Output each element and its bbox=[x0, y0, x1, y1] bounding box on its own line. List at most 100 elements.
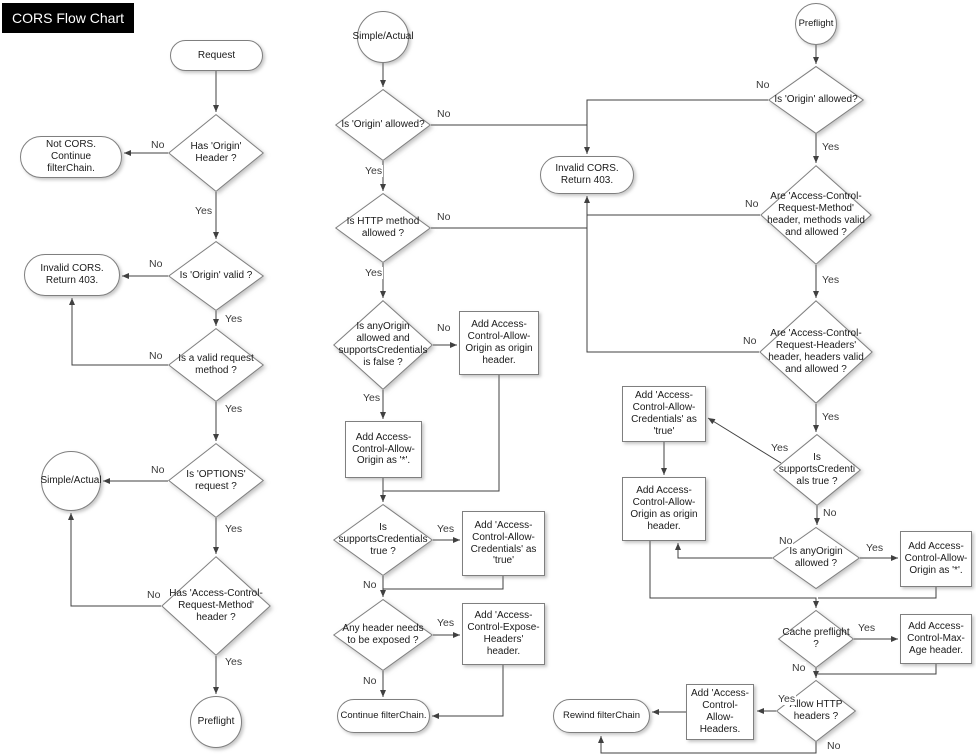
edge-label-yes: Yes bbox=[436, 617, 456, 629]
node-label: Allow HTTP headers ? bbox=[789, 699, 843, 722]
edge-r-acrh-no bbox=[584, 196, 759, 353]
edge-label-no: No bbox=[436, 322, 452, 334]
node-m-expose-headers: Add 'Access-Control-Expose-Headers' head… bbox=[462, 603, 545, 665]
node-m-http-method-allowed: Is HTTP method allowed ? bbox=[335, 193, 431, 263]
edge-m-acao-origin-join bbox=[383, 375, 500, 492]
node-label: Is 'Origin' allowed? bbox=[774, 94, 858, 106]
node-m-acao-origin-header: Add Access-Control-Allow-Origin as origi… bbox=[459, 311, 539, 375]
node-label: Are 'Access-Control-Request-Headers' hea… bbox=[768, 328, 864, 375]
diamond-shape bbox=[759, 300, 873, 404]
node-m-origin-allowed: Is 'Origin' allowed? bbox=[335, 89, 431, 161]
edge-label-yes: Yes bbox=[364, 267, 384, 279]
edge-label-no: No bbox=[744, 198, 760, 210]
edge-label-yes: Yes bbox=[362, 392, 382, 404]
node-r-acrm-valid: Are 'Access-Control-Request-Method' head… bbox=[760, 165, 872, 265]
diamond-shape bbox=[335, 89, 431, 161]
diamond-shape bbox=[335, 193, 431, 263]
node-has-origin-header: Has 'Origin' Header ? bbox=[168, 114, 264, 192]
node-label: Cache preflight ? bbox=[782, 627, 850, 650]
node-r-anyorigin-allowed: Is anyOrigin allowed ? bbox=[772, 527, 860, 589]
edge-label-no: No bbox=[436, 108, 452, 120]
diamond-shape bbox=[333, 300, 433, 390]
edge-label-yes: Yes bbox=[821, 411, 841, 423]
edge-label-yes: Yes bbox=[821, 141, 841, 153]
node-r-supports-credentials: Is supportsCredentials true ? bbox=[773, 434, 861, 506]
node-has-acrm-header: Has 'Access-Control-Request-Method' head… bbox=[161, 556, 271, 656]
edge-label-yes: Yes bbox=[777, 693, 797, 705]
node-r-max-age: Add Access-Control-Max-Age header. bbox=[900, 614, 972, 664]
edge-r-allowheaders-no bbox=[598, 736, 817, 754]
node-m-anyorigin-supports: Is anyOrigin allowed and supportsCredent… bbox=[333, 300, 433, 390]
edge-label-yes: Yes bbox=[436, 523, 456, 535]
node-continue-filterchain: Continue filterChain. bbox=[337, 699, 430, 733]
node-label: Is anyOrigin allowed ? bbox=[789, 546, 843, 569]
edge-label-yes: Yes bbox=[224, 403, 244, 415]
edge-m-expose-join bbox=[432, 665, 504, 719]
node-request: Request bbox=[170, 40, 263, 71]
edge-label-yes: Yes bbox=[865, 542, 885, 554]
edge-label-yes: Yes bbox=[224, 656, 244, 668]
edge-label-no: No bbox=[778, 535, 794, 547]
edge-label-yes: Yes bbox=[194, 205, 214, 217]
edge-label-yes: Yes bbox=[770, 442, 790, 454]
diamond-shape bbox=[778, 610, 854, 668]
node-label: Are 'Access-Control-Request-Method' head… bbox=[767, 191, 865, 238]
node-invalid-cors-left: Invalid CORS. Return 403. bbox=[24, 254, 120, 296]
edge-label-no: No bbox=[822, 507, 838, 519]
node-r-acrh-valid: Are 'Access-Control-Request-Headers' hea… bbox=[759, 300, 873, 404]
node-label: Is 'Origin' allowed? bbox=[341, 119, 425, 131]
node-r-acao-star: Add Access-Control-Allow-Origin as '*'. bbox=[900, 531, 972, 587]
diamond-shape bbox=[768, 66, 864, 134]
diamond-shape bbox=[168, 443, 264, 518]
edge-label-yes: Yes bbox=[857, 622, 877, 634]
node-valid-request-method: Is a valid request method ? bbox=[168, 328, 264, 402]
node-r-acah-header: Add 'Access-Control-Allow-Headers. bbox=[686, 684, 754, 740]
diamond-shape bbox=[168, 241, 264, 311]
edge-label-no: No bbox=[148, 350, 164, 362]
edge-label-no: No bbox=[436, 211, 452, 223]
edge-label-no: No bbox=[362, 675, 378, 687]
node-label: Is anyOrigin allowed and supportsCredent… bbox=[338, 321, 428, 368]
diamond-shape bbox=[161, 556, 271, 656]
diamond-shape bbox=[773, 434, 861, 506]
node-label: Is HTTP method allowed ? bbox=[346, 216, 420, 239]
diamond-shape bbox=[760, 165, 872, 265]
edge-label-yes: Yes bbox=[224, 313, 244, 325]
edge-label-no: No bbox=[150, 464, 166, 476]
node-label: Has 'Origin' Header ? bbox=[190, 141, 242, 164]
node-preflight-left: Preflight bbox=[190, 696, 242, 748]
node-label: Any header needs to be exposed ? bbox=[342, 623, 424, 646]
node-rewind-filterchain: Rewind filterChain bbox=[553, 699, 650, 733]
node-r-cache-preflight: Cache preflight ? bbox=[778, 610, 854, 668]
edge-label-no: No bbox=[791, 662, 807, 674]
node-label: Is a valid request method ? bbox=[178, 353, 254, 376]
edge-r-star-join bbox=[818, 587, 937, 599]
diamond-shape bbox=[168, 328, 264, 402]
node-label: Is 'OPTIONS' request ? bbox=[186, 468, 246, 492]
edge-r-maxage-join bbox=[818, 664, 937, 675]
node-r-allow-http-headers: Allow HTTP headers ? bbox=[776, 680, 856, 742]
edge-valid-method-no bbox=[69, 298, 168, 366]
node-options-request: Is 'OPTIONS' request ? bbox=[168, 443, 264, 518]
edge-label-no: No bbox=[826, 740, 842, 752]
node-invalid-cors-mid: Invalid CORS. Return 403. bbox=[540, 156, 634, 194]
node-m-header-exposed: Any header needs to be exposed ? bbox=[333, 599, 433, 671]
edge-r-anyorigin-no bbox=[675, 543, 772, 559]
edge-label-yes: Yes bbox=[364, 165, 384, 177]
edge-r-supports-yes bbox=[707, 417, 782, 464]
chart-title: CORS Flow Chart bbox=[2, 3, 135, 33]
edge-label-no: No bbox=[150, 139, 166, 151]
edge-label-no: No bbox=[742, 335, 758, 347]
edge-label-yes: Yes bbox=[224, 523, 244, 535]
node-r-origin-allowed: Is 'Origin' allowed? bbox=[768, 66, 864, 134]
node-simple-actual-left: Simple/Actual bbox=[40, 451, 102, 511]
node-origin-valid: Is 'Origin' valid ? bbox=[168, 241, 264, 311]
node-m-acac-true: Add 'Access-Control-Allow-Credentials' a… bbox=[462, 511, 545, 576]
node-r-acac-true: Add 'Access-Control-Allow-Credentials' a… bbox=[622, 386, 706, 442]
node-simple-actual-start: Simple/Actual bbox=[352, 11, 414, 63]
edge-r-acao-out bbox=[649, 541, 819, 608]
edge-acrm-no bbox=[68, 513, 161, 607]
node-label: Is supportsCredentials true ? bbox=[338, 522, 428, 557]
